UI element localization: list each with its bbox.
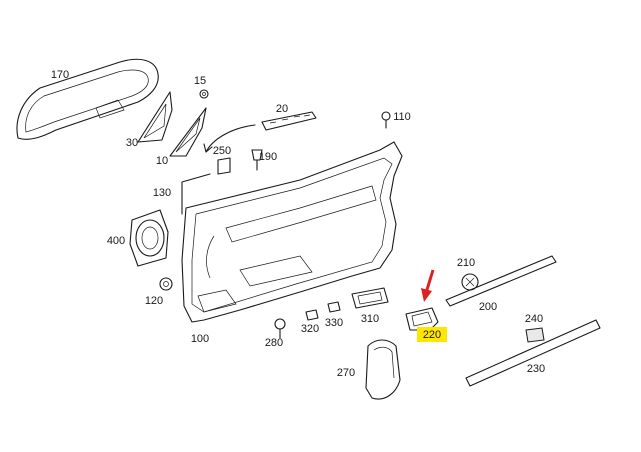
callout-280: 280 xyxy=(265,337,283,349)
part-30-mirror-cover xyxy=(137,91,173,143)
part-240-clip xyxy=(525,327,545,343)
assembly-arrow xyxy=(205,124,256,153)
part-280-screw xyxy=(274,318,286,339)
part-230-lower-strip xyxy=(465,319,601,387)
callout-100: 100 xyxy=(191,333,209,345)
part-220-bracket xyxy=(405,307,439,331)
part-330-clip xyxy=(327,301,341,313)
part-10-triangle-trim xyxy=(169,107,207,157)
callout-130: 130 xyxy=(153,187,171,199)
callout-15: 15 xyxy=(194,75,206,87)
part-200-trim-strip xyxy=(445,255,557,307)
callout-240: 240 xyxy=(525,313,543,325)
callout-110: 110 xyxy=(393,111,411,123)
callout-10: 10 xyxy=(156,155,168,167)
callout-320: 320 xyxy=(301,323,319,335)
part-170-trim-frame xyxy=(16,58,159,140)
part-270-speaker-cover xyxy=(365,339,401,400)
callout-330: 330 xyxy=(325,317,343,329)
callout-20: 20 xyxy=(276,103,288,115)
part-400-speaker-housing xyxy=(129,209,169,267)
callout-220-highlight xyxy=(417,327,447,342)
highlight-arrow xyxy=(421,269,435,302)
part-310-handle-insert xyxy=(351,287,389,309)
part-320-clip xyxy=(305,309,319,321)
callout-210: 210 xyxy=(457,257,475,269)
callout-120: 120 xyxy=(145,295,163,307)
callout-250: 250 xyxy=(213,145,231,157)
callout-30: 30 xyxy=(126,137,138,149)
part-250-plate xyxy=(217,157,231,175)
part-110-screw xyxy=(381,111,391,129)
part-190-clip xyxy=(251,149,263,171)
callout-230: 230 xyxy=(527,363,545,375)
callout-200: 200 xyxy=(479,301,497,313)
part-130-rod xyxy=(181,173,211,215)
callout-270: 270 xyxy=(337,367,355,379)
callout-labels: 170 15 30 20 110 10 250 190 130 400 120 100 280 320 33… xyxy=(51,69,545,379)
part-20-switch-strip xyxy=(261,111,317,131)
callout-170: 170 xyxy=(51,69,69,81)
part-120-clip xyxy=(159,277,173,291)
callout-220: 220 xyxy=(423,329,441,341)
callout-400: 400 xyxy=(107,235,125,247)
callout-310: 310 xyxy=(361,313,379,325)
part-15-clip xyxy=(199,89,209,99)
callout-190: 190 xyxy=(259,151,277,163)
part-100-door-panel xyxy=(181,141,403,323)
